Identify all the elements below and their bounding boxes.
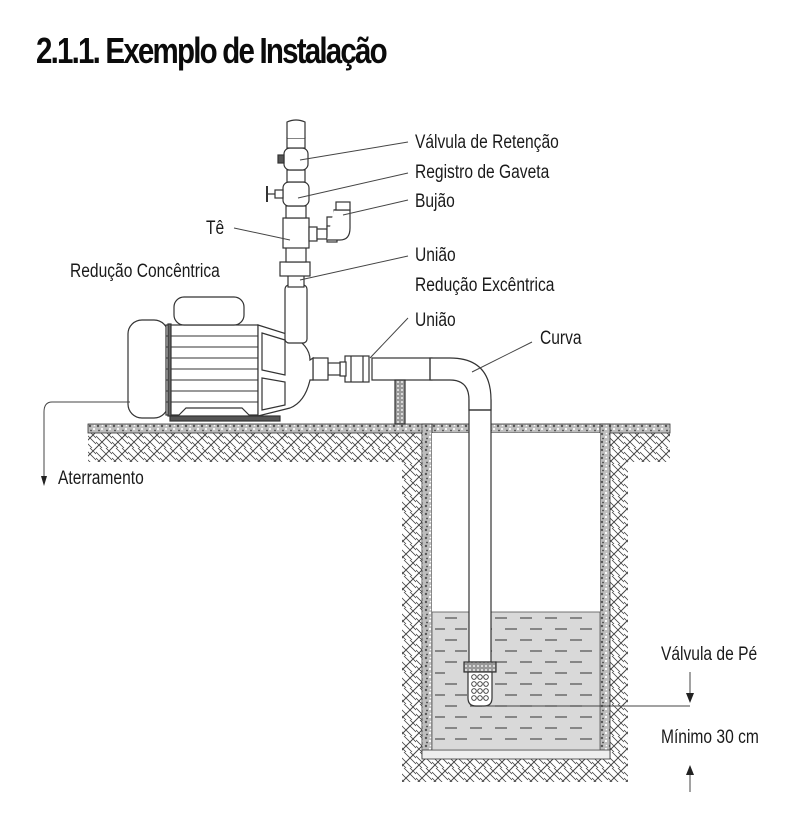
reducao-excentrica-pipe — [284, 284, 308, 344]
label-reducao-concentrica: Redução Concêntrica — [70, 261, 220, 282]
curva-elbow — [429, 357, 492, 411]
uniao-bottom-fitting — [344, 355, 370, 383]
label-te: Tê — [206, 218, 225, 239]
label-uniao-top: União — [415, 245, 456, 266]
label-bujao: Bujão — [415, 191, 455, 212]
label-aterramento: Aterramento — [58, 468, 144, 489]
leader-lines — [43, 141, 691, 792]
water-reservoir — [431, 611, 601, 751]
label-uniao-bottom: União — [415, 310, 456, 331]
bujao-plug — [335, 201, 351, 211]
valvula-pe-top — [463, 661, 497, 673]
discharge-pipe-top — [286, 119, 306, 138]
label-valvula-pe: Válvula de Pé — [661, 644, 758, 665]
te-fitting — [282, 217, 310, 249]
reducao-concentrica-fitting — [312, 357, 329, 381]
ground-arrow-icon — [41, 476, 47, 486]
uniao-top-fitting — [279, 261, 311, 277]
registro-gaveta-valve — [282, 181, 310, 207]
label-registro-gaveta: Registro de Gaveta — [415, 162, 550, 183]
label-curva: Curva — [540, 328, 582, 349]
label-valvula-retencao: Válvula de Retenção — [415, 132, 559, 153]
arrow-down-icon — [686, 693, 694, 703]
arrow-up-icon — [686, 765, 694, 775]
arrows — [41, 476, 694, 775]
terminal-box — [173, 296, 245, 326]
label-reducao-excentrica: Redução Excêntrica — [415, 275, 555, 296]
motor-end-cap — [127, 319, 169, 419]
page-title: 2.1.1. Exemplo de Instalação — [36, 30, 388, 71]
suction-pipe — [468, 399, 492, 663]
piping — [127, 119, 497, 707]
label-minimo: Mínimo 30 cm — [661, 727, 759, 748]
